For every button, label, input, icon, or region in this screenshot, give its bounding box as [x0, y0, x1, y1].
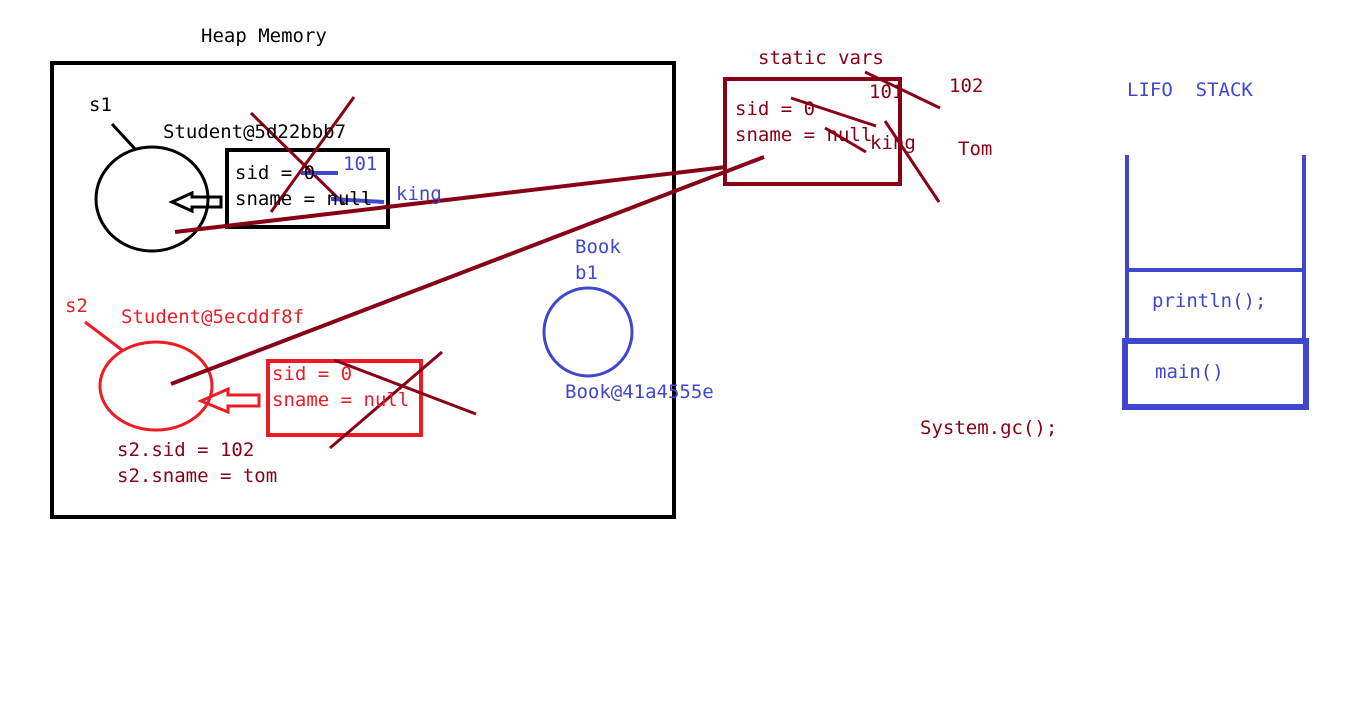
stack-title: LIFO STACK — [1127, 79, 1253, 101]
static-value-king: king — [870, 132, 916, 154]
s2-circle — [98, 340, 214, 432]
s2-cross-stroke-a — [333, 358, 477, 416]
book-circle — [542, 286, 634, 378]
static-value-101: 101 — [869, 81, 904, 103]
stack-frame-println: println(); — [1152, 290, 1267, 312]
static-field-sname: sname = null — [735, 124, 873, 146]
s1-static-link — [174, 165, 727, 234]
s1-var-label: s1 — [89, 94, 112, 116]
book-class-label: Book — [575, 236, 621, 258]
s2-cross-stroke-b — [329, 350, 443, 450]
s1-field-sid: sid = 0 — [235, 162, 316, 184]
s2-field-sname: sname = null — [272, 389, 410, 411]
book-ref-label: Book@41a4555e — [565, 381, 714, 403]
heap-title: Heap Memory — [201, 25, 327, 47]
s2-ref-label: Student@5ecddf8f — [121, 306, 305, 328]
static-field-sid: sid = 0 — [735, 98, 816, 120]
s1-new-sname: king — [396, 183, 442, 205]
s1-object-box — [225, 148, 390, 229]
s1-pointer-stroke — [110, 122, 138, 152]
s1-cross-stroke-b — [269, 96, 356, 213]
s2-arrow — [197, 386, 261, 415]
s1-new-sid: 101 — [343, 153, 378, 175]
gc-call-label: System.gc(); — [920, 417, 1058, 439]
static-strike-2 — [790, 96, 877, 128]
s1-ref-label: Student@5d22bbb7 — [163, 121, 347, 143]
static-strike-3 — [824, 126, 867, 154]
s2-assign-sname: s2.sname = tom — [117, 465, 278, 487]
s2-pointer-stroke — [84, 320, 123, 352]
s2-field-sid: sid = 0 — [272, 363, 353, 385]
s2-static-link — [170, 155, 765, 386]
s1-circle — [94, 145, 210, 253]
s2-var-label: s2 — [65, 295, 88, 317]
s1-field-sname: sname = null — [235, 188, 373, 210]
stack-frame-main-box — [1122, 338, 1309, 410]
s1-cross-stroke-a — [249, 111, 346, 206]
static-title: static vars — [758, 47, 884, 69]
s1-arrow — [168, 190, 223, 214]
static-value-102: 102 — [949, 75, 984, 97]
static-strike-1 — [864, 70, 941, 110]
book-var-label: b1 — [575, 262, 598, 284]
static-strike-4 — [883, 120, 941, 203]
heap-box — [50, 61, 676, 519]
s2-assign-sid: s2.sid = 102 — [117, 439, 255, 461]
static-box — [723, 77, 902, 186]
stack-frame-main: main() — [1155, 361, 1224, 383]
static-value-tom: Tom — [958, 138, 993, 160]
s1-sname-strike — [330, 197, 385, 204]
